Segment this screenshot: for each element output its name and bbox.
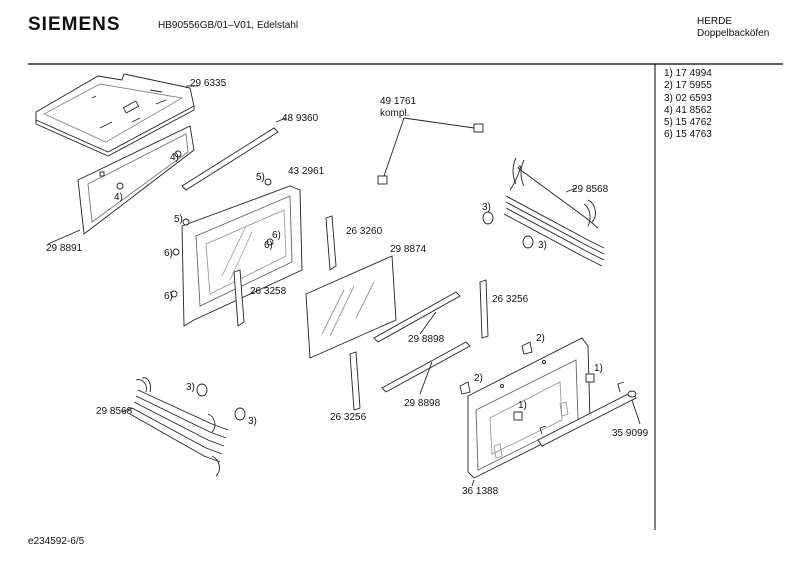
callout-label: 5) (256, 172, 265, 183)
glass-strip-lower (381, 341, 471, 393)
part-label: 29 8891 (46, 243, 83, 254)
parts-legend: 1) 17 4994 2) 17 5955 3) 02 6593 4) 41 8… (664, 68, 712, 142)
part-label: 43 2961 (288, 166, 325, 177)
callout-label: 6) (164, 248, 173, 259)
legend-item: 1) 17 4994 (664, 68, 712, 79)
subcategory-label: Doppelbacköfen (697, 28, 770, 39)
leader-491761b (383, 117, 405, 177)
callout-label: 4) (114, 192, 123, 203)
part-label: 49 1761 (380, 96, 417, 107)
leader-489360 (275, 117, 287, 123)
leader-359099 (631, 399, 641, 425)
part-label: kompl. (380, 108, 409, 119)
part-label: 29 8568 (96, 406, 133, 417)
callout-label: 3) (482, 202, 491, 213)
top-cover-plate (35, 73, 195, 157)
leader-298891 (47, 229, 81, 245)
part-label: 35 9099 (612, 428, 649, 439)
leader-298568a (565, 187, 577, 193)
screw-set-complete (377, 123, 484, 185)
brand-logo: SIEMENS (28, 14, 121, 35)
callout-label: 5) (174, 214, 183, 225)
part-label: 26 3256 (492, 294, 529, 305)
callout-label: 1) (518, 400, 527, 411)
part-label: 29 8898 (408, 334, 445, 345)
legend-item: 6) 15 4763 (664, 129, 712, 141)
callout-label: 6) (164, 291, 173, 302)
legend-item: 3) 02 6593 (664, 92, 712, 104)
callout-label: 6) (272, 230, 281, 241)
model-designation: HB90556GB/01–V01, Edelstahl (158, 20, 299, 31)
leader-361388 (471, 479, 475, 487)
legend-item: 4) 41 8562 (664, 104, 712, 116)
callout-label: 4) (170, 152, 179, 163)
door-clip-263256-right (479, 279, 489, 339)
callout-label: 2) (474, 373, 483, 384)
door-clip-263260 (325, 215, 337, 271)
callout-label: 6) (264, 240, 273, 251)
outer-door (467, 337, 591, 479)
door-handle (537, 381, 637, 447)
part-label: 29 8874 (390, 244, 427, 255)
part-label: 26 3256 (330, 412, 367, 423)
part-label: 26 3258 (250, 286, 287, 297)
document-id: e234592-6/5 (28, 536, 85, 547)
hardware-screws (116, 150, 595, 421)
category-label: HERDE (697, 16, 733, 27)
callout-label: 2) (536, 333, 545, 344)
callout-label: 3) (186, 382, 195, 393)
leader-298898a (419, 311, 437, 335)
shelf-rack-lower (129, 377, 229, 477)
glass-strip-upper (373, 291, 461, 343)
leader-491761a (403, 117, 475, 129)
leader-298568b (121, 407, 133, 413)
part-label: 29 6335 (190, 78, 227, 89)
callout-label: 1) (594, 363, 603, 374)
leader-298898b (419, 361, 433, 395)
seal-strip (181, 127, 279, 191)
part-label: 29 8568 (572, 184, 609, 195)
shelf-rack-upper (503, 157, 605, 267)
callout-label: 3) (248, 416, 257, 427)
legend-item: 5) 15 4762 (664, 117, 712, 129)
legend-item: 2) 17 5955 (664, 80, 712, 92)
door-clip-263258 (233, 269, 245, 327)
part-label: 26 3260 (346, 226, 383, 237)
part-label: 29 8898 (404, 398, 441, 409)
part-label: 36 1388 (462, 486, 499, 497)
door-clip-263256-left (349, 351, 361, 411)
part-label: 48 9360 (282, 113, 319, 124)
glass-pane (305, 255, 397, 359)
callout-label: 3) (538, 240, 547, 251)
frame-panel (77, 125, 195, 235)
